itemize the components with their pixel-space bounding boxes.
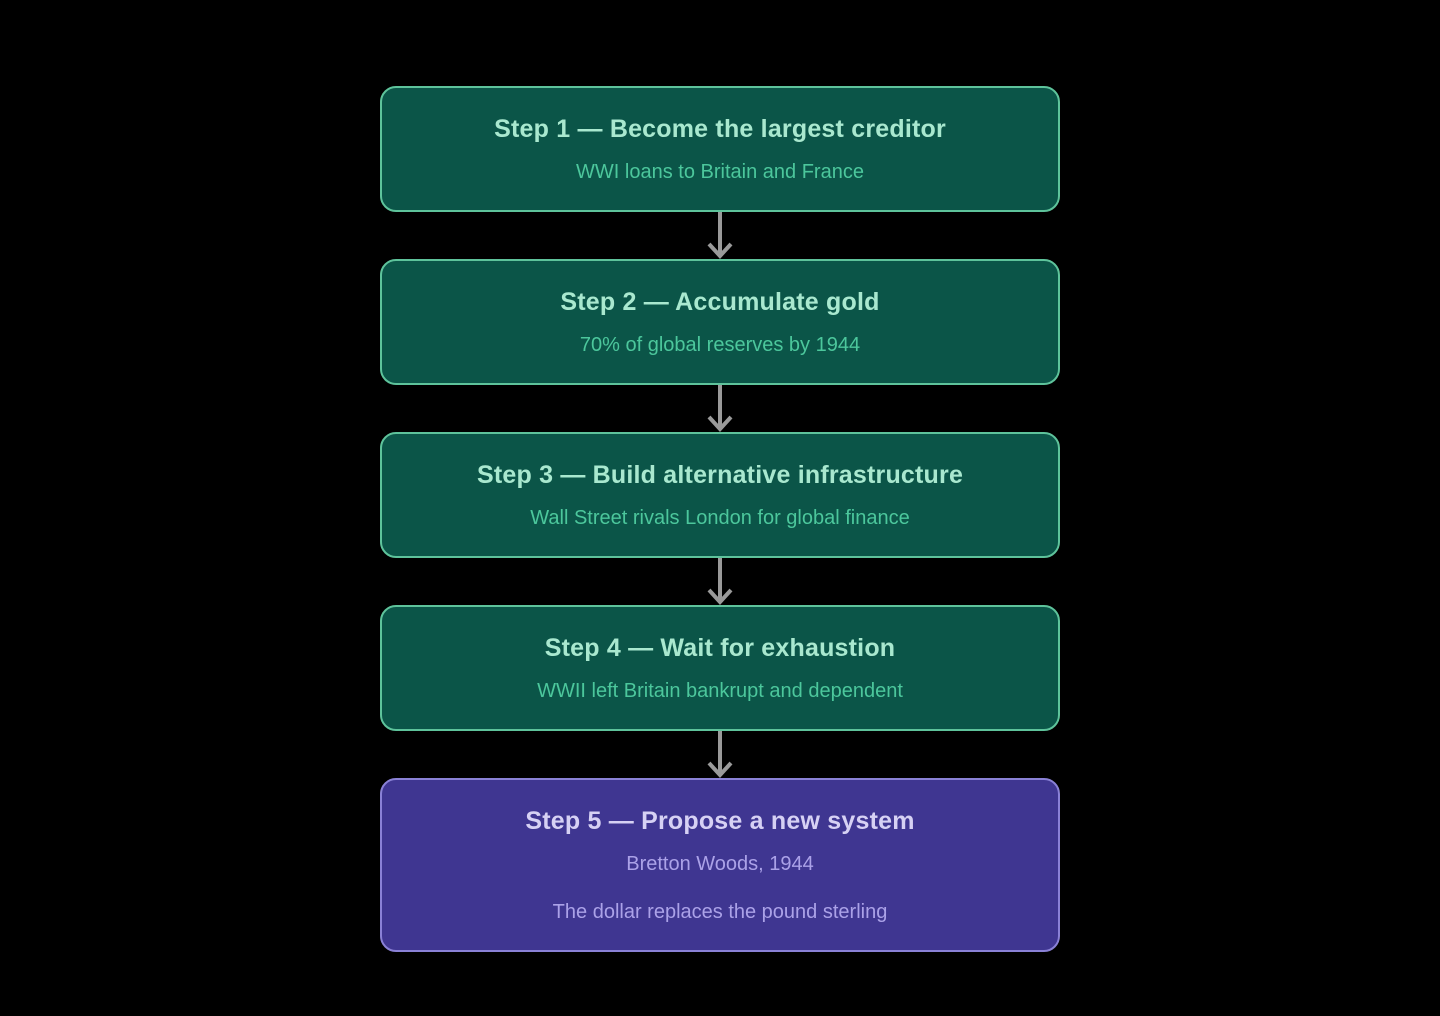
step-4-title: Step 4 — Wait for exhaustion <box>544 634 896 662</box>
step-1-title: Step 1 — Become the largest creditor <box>494 115 946 143</box>
connector-4-5 <box>380 731 1060 778</box>
connector-2-3 <box>380 385 1060 432</box>
step-5-subtitle-1: Bretton Woods, 1944 <box>626 853 814 875</box>
step-box-1: Step 1 — Become the largest creditor WWI… <box>380 86 1060 212</box>
step-box-4: Step 4 — Wait for exhaustion WWII left B… <box>380 605 1060 731</box>
connector-3-4 <box>380 558 1060 605</box>
arrow-down-icon <box>707 731 733 778</box>
arrow-down-icon <box>707 558 733 605</box>
arrow-down-icon <box>707 212 733 259</box>
flowchart: Step 1 — Become the largest creditor WWI… <box>380 86 1060 952</box>
step-2-title: Step 2 — Accumulate gold <box>560 288 880 316</box>
step-5-title: Step 5 — Propose a new system <box>525 807 915 835</box>
step-3-title: Step 3 — Build alternative infrastructur… <box>476 461 964 489</box>
step-1-subtitle: WWI loans to Britain and France <box>576 161 864 183</box>
step-5-subtitle-2: The dollar replaces the pound sterling <box>552 901 888 923</box>
arrow-down-icon <box>707 385 733 432</box>
step-box-2: Step 2 — Accumulate gold 70% of global r… <box>380 259 1060 385</box>
step-4-subtitle: WWII left Britain bankrupt and dependent <box>537 680 903 702</box>
step-box-3: Step 3 — Build alternative infrastructur… <box>380 432 1060 558</box>
step-box-5: Step 5 — Propose a new system Bretton Wo… <box>380 778 1060 952</box>
step-3-subtitle: Wall Street rivals London for global fin… <box>530 507 910 529</box>
connector-1-2 <box>380 212 1060 259</box>
step-2-subtitle: 70% of global reserves by 1944 <box>579 334 861 356</box>
